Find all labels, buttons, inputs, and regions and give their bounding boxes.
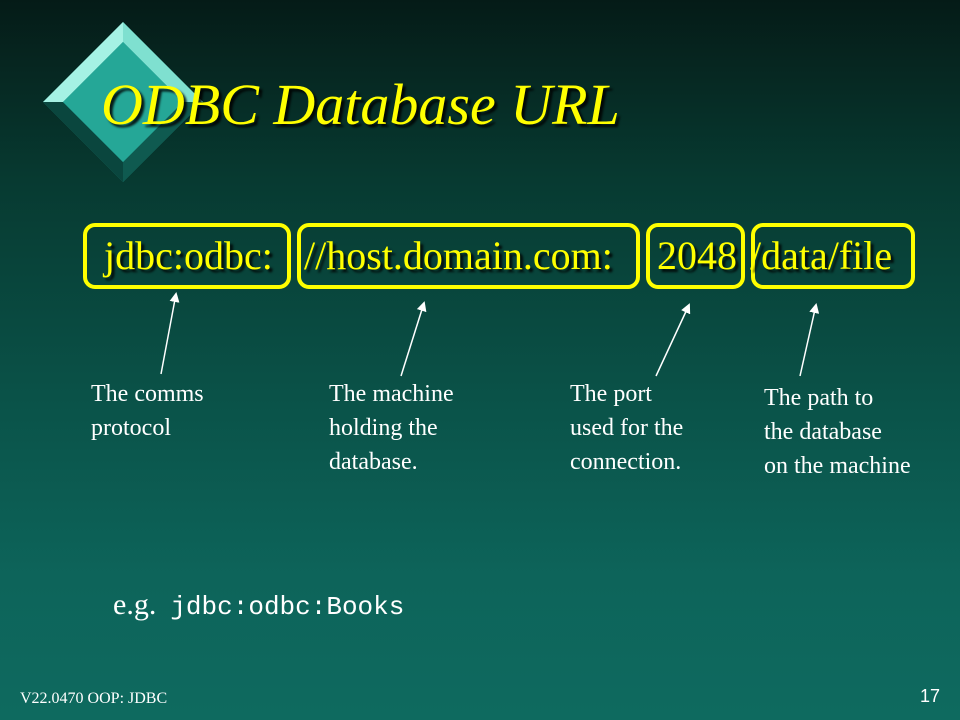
example-code: jdbc:odbc:Books (170, 592, 405, 622)
arrow-protocol (160, 292, 180, 375)
footer-text: V22.0470 OOP: JDBC (20, 690, 168, 707)
label-path: The path to the database on the machine (764, 385, 911, 479)
example-prefix: e.g. (113, 588, 157, 621)
arrow-path (799, 303, 820, 377)
arrow-host (400, 301, 427, 377)
diamond-bullet-icon (43, 22, 203, 182)
slide-title: ODBC Database URL (101, 72, 620, 137)
url-part-protocol: jdbc:odbc: (104, 233, 273, 278)
url-part-host: //host.domain.com: (304, 233, 613, 278)
url-part-port: 2048 (657, 233, 737, 278)
label-port: The port used for the connection. (570, 381, 684, 475)
label-protocol: The comms protocol (91, 381, 204, 441)
label-host: The machine holding the database. (329, 381, 454, 475)
url-box-path (751, 223, 915, 289)
example: e.g. jdbc:odbc:Books (113, 588, 404, 622)
url-box-host (297, 223, 640, 289)
url-box-protocol (83, 223, 291, 289)
url-box-port (646, 223, 745, 289)
arrow-port (655, 303, 691, 377)
page-number: 17 (919, 686, 940, 706)
url-part-path: /data/file (750, 233, 893, 278)
